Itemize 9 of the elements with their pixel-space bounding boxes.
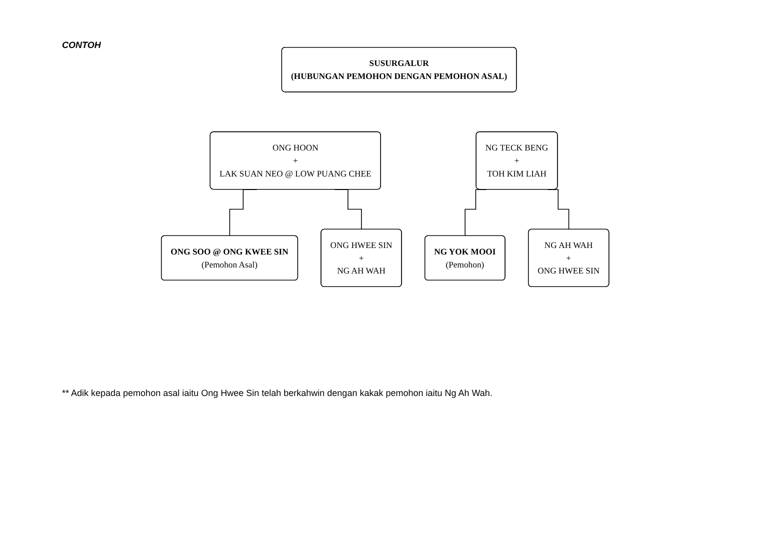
family-box: NG YOK MOOI (Pemohon) (424, 235, 506, 281)
family-box: NG AH WAH + ONG HWEE SIN (528, 228, 610, 288)
heading-box: SUSURGALUR (HUBUNGAN PEMOHON DENGAN PEMOHON ASAL) (281, 46, 517, 92)
note-text: ** Adik kepada pemohon asal iaitu Ong Hwee Sin telah berkahwin dengan kakak pemohon iaitu Ng Ah Wah. (62, 388, 492, 398)
example-label: CONTOH (62, 40, 101, 50)
family-box: ONG HOON + LAK SUAN NEO @ LOW PUANG CHEE (210, 131, 381, 190)
family-box: ONG HWEE SIN + NG AH WAH (320, 228, 402, 288)
family-box: ONG SOO @ ONG KWEE SIN (Pemohon Asal) (160, 235, 298, 281)
family-box: NG TECK BENG + TOH KIM LIAH (476, 131, 558, 190)
